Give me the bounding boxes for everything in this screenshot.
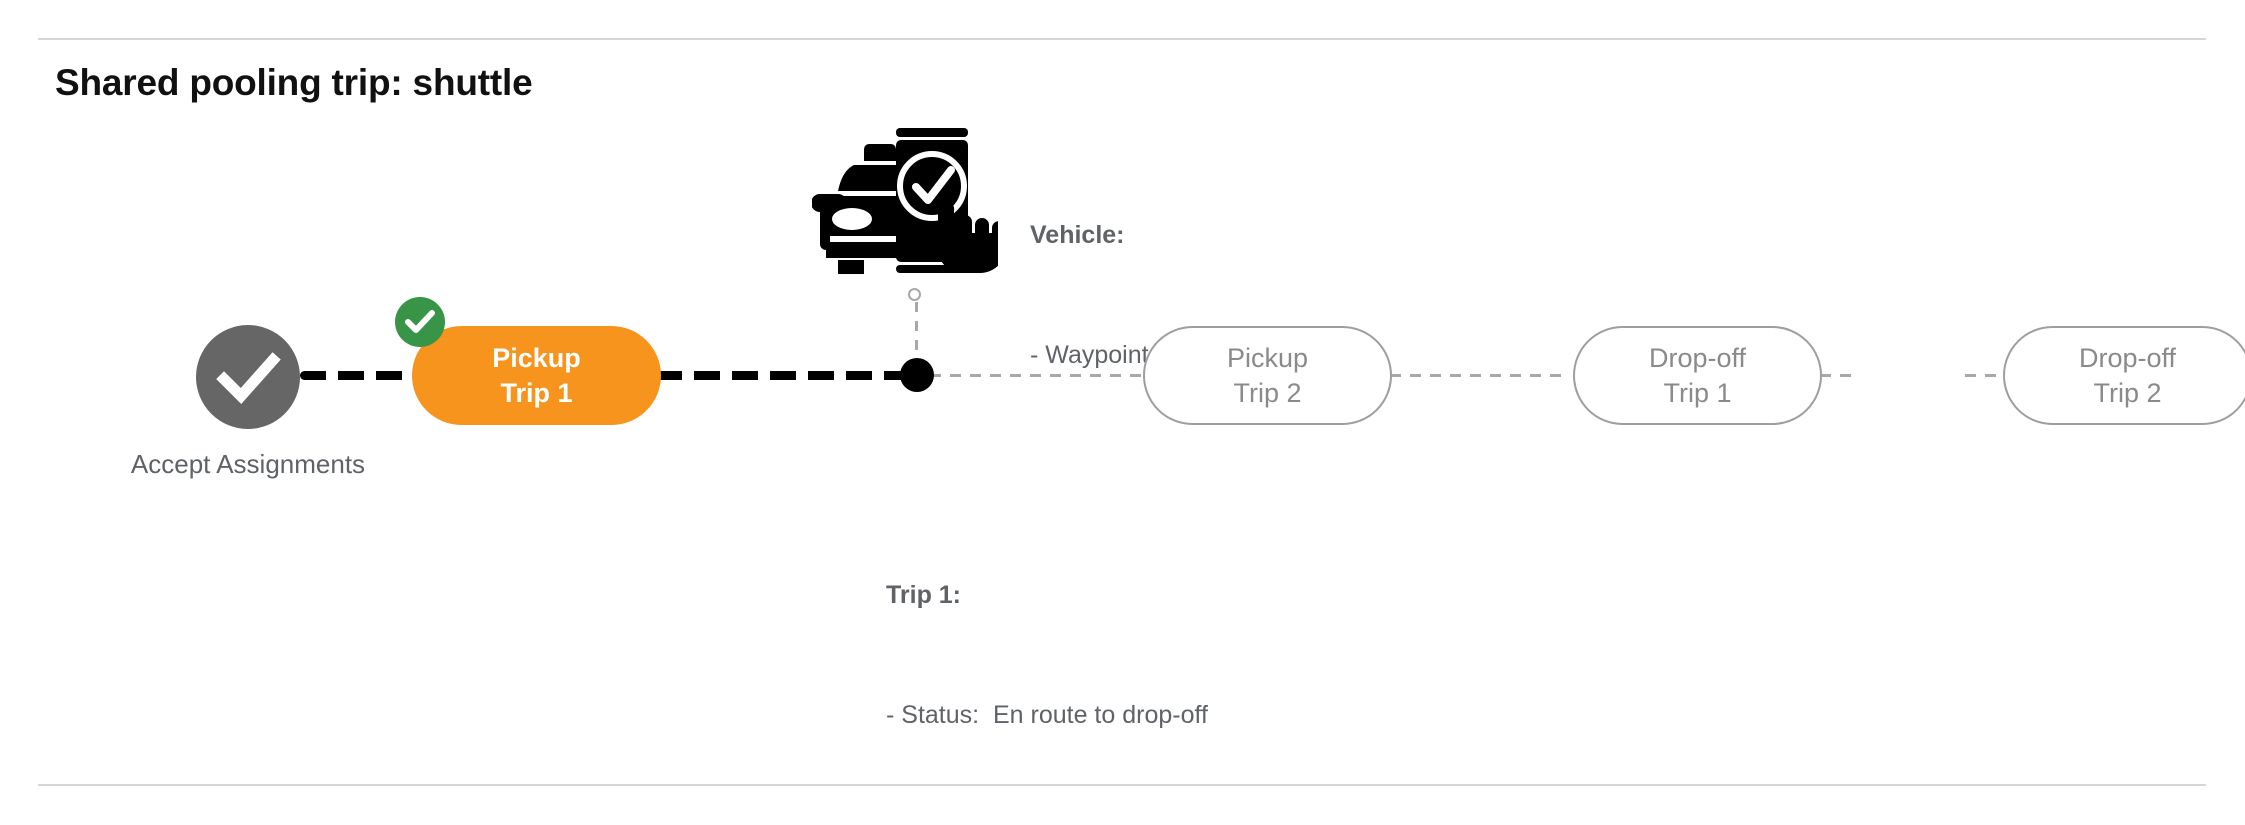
- rail-completed-start-to-pickup1: [300, 371, 418, 380]
- rail-upcoming-pickup2-to-dropoff1: [1390, 374, 1565, 377]
- top-divider: [38, 38, 2206, 40]
- rail-completed-pickup1-to-vehicle: [656, 371, 928, 380]
- node-accept-assignments-label: Accept Assignments: [118, 444, 378, 485]
- start-label-line2: Assignments: [216, 449, 366, 479]
- node-dropoff-trip-1-line2: Trip 1: [1663, 377, 1732, 408]
- trip-1-heading: Trip 1:: [886, 581, 962, 609]
- trip-1-waypoints: - Remaining waypoints: 2: [886, 815, 1208, 825]
- node-pickup-trip-1-line1: Pickup: [492, 342, 581, 373]
- node-pickup-trip-2-line2: Trip 2: [1233, 377, 1302, 408]
- node-pickup-trip-1[interactable]: Pickup Trip 1: [412, 326, 661, 425]
- node-dropoff-trip-1[interactable]: Drop-off Trip 1: [1573, 326, 1822, 425]
- node-dropoff-trip-2[interactable]: Drop-off Trip 2: [2003, 326, 2245, 425]
- bottom-divider: [38, 784, 2206, 786]
- node-pickup-trip-2-line1: Pickup: [1226, 342, 1309, 373]
- node-pickup-trip-1-line2: Trip 1: [500, 377, 573, 408]
- node-dropoff-trip-2-line2: Trip 2: [2093, 377, 2162, 408]
- node-dropoff-trip-1-line1: Drop-off: [1648, 342, 1747, 373]
- vehicle-anchor-ring-icon: [908, 288, 921, 301]
- node-dropoff-trip-2-line1: Drop-off: [2078, 342, 2177, 373]
- node-accept-assignments[interactable]: [196, 325, 300, 429]
- vehicle-annotation-heading: Vehicle:: [1030, 221, 1125, 249]
- rail-upcoming-vehicle-to-pickup2: [930, 374, 1145, 377]
- car-phone-check-icon: [811, 118, 1006, 274]
- vehicle-position-dot: [900, 358, 934, 392]
- check-circle-icon: [196, 325, 300, 429]
- vehicle-connector-line: [915, 302, 918, 368]
- trip-1-status: - Status: En route to drop-off: [886, 701, 1208, 729]
- node-pickup-trip-2[interactable]: Pickup Trip 2: [1143, 326, 1392, 425]
- start-label-line1: Accept: [130, 449, 211, 479]
- page-title: Shared pooling trip: shuttle: [55, 62, 533, 103]
- trip-details-annotation: Trip 1: - Status: En route to drop-off -…: [886, 495, 1208, 825]
- check-badge-icon: [395, 297, 445, 347]
